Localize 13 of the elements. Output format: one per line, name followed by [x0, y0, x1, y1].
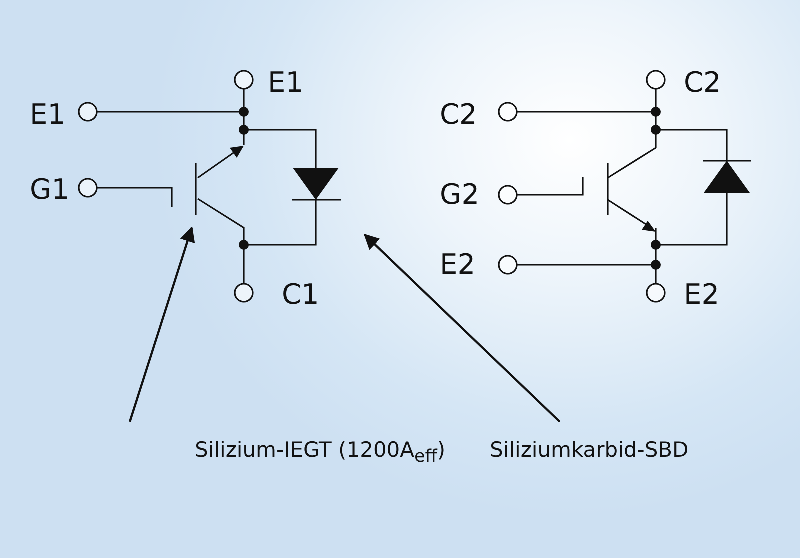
terminal-label: G1	[30, 175, 70, 205]
callout-text: Siliziumkarbid-SBD	[490, 437, 689, 463]
terminal-label: E1	[268, 68, 304, 98]
terminal-label: C1	[282, 280, 320, 310]
terminal-label: E1	[30, 100, 66, 130]
callout-text: Silizium-IEGT (1200A$_{eff}$)	[195, 437, 446, 470]
terminal-label: C2	[684, 68, 722, 98]
leader-arrow	[128, 226, 196, 422]
leader-arrow	[364, 234, 561, 423]
terminal-label: E2	[440, 250, 476, 280]
terminal-label: C2	[440, 100, 478, 130]
terminal-label: E2	[684, 280, 720, 310]
terminal-label: G2	[440, 180, 480, 210]
